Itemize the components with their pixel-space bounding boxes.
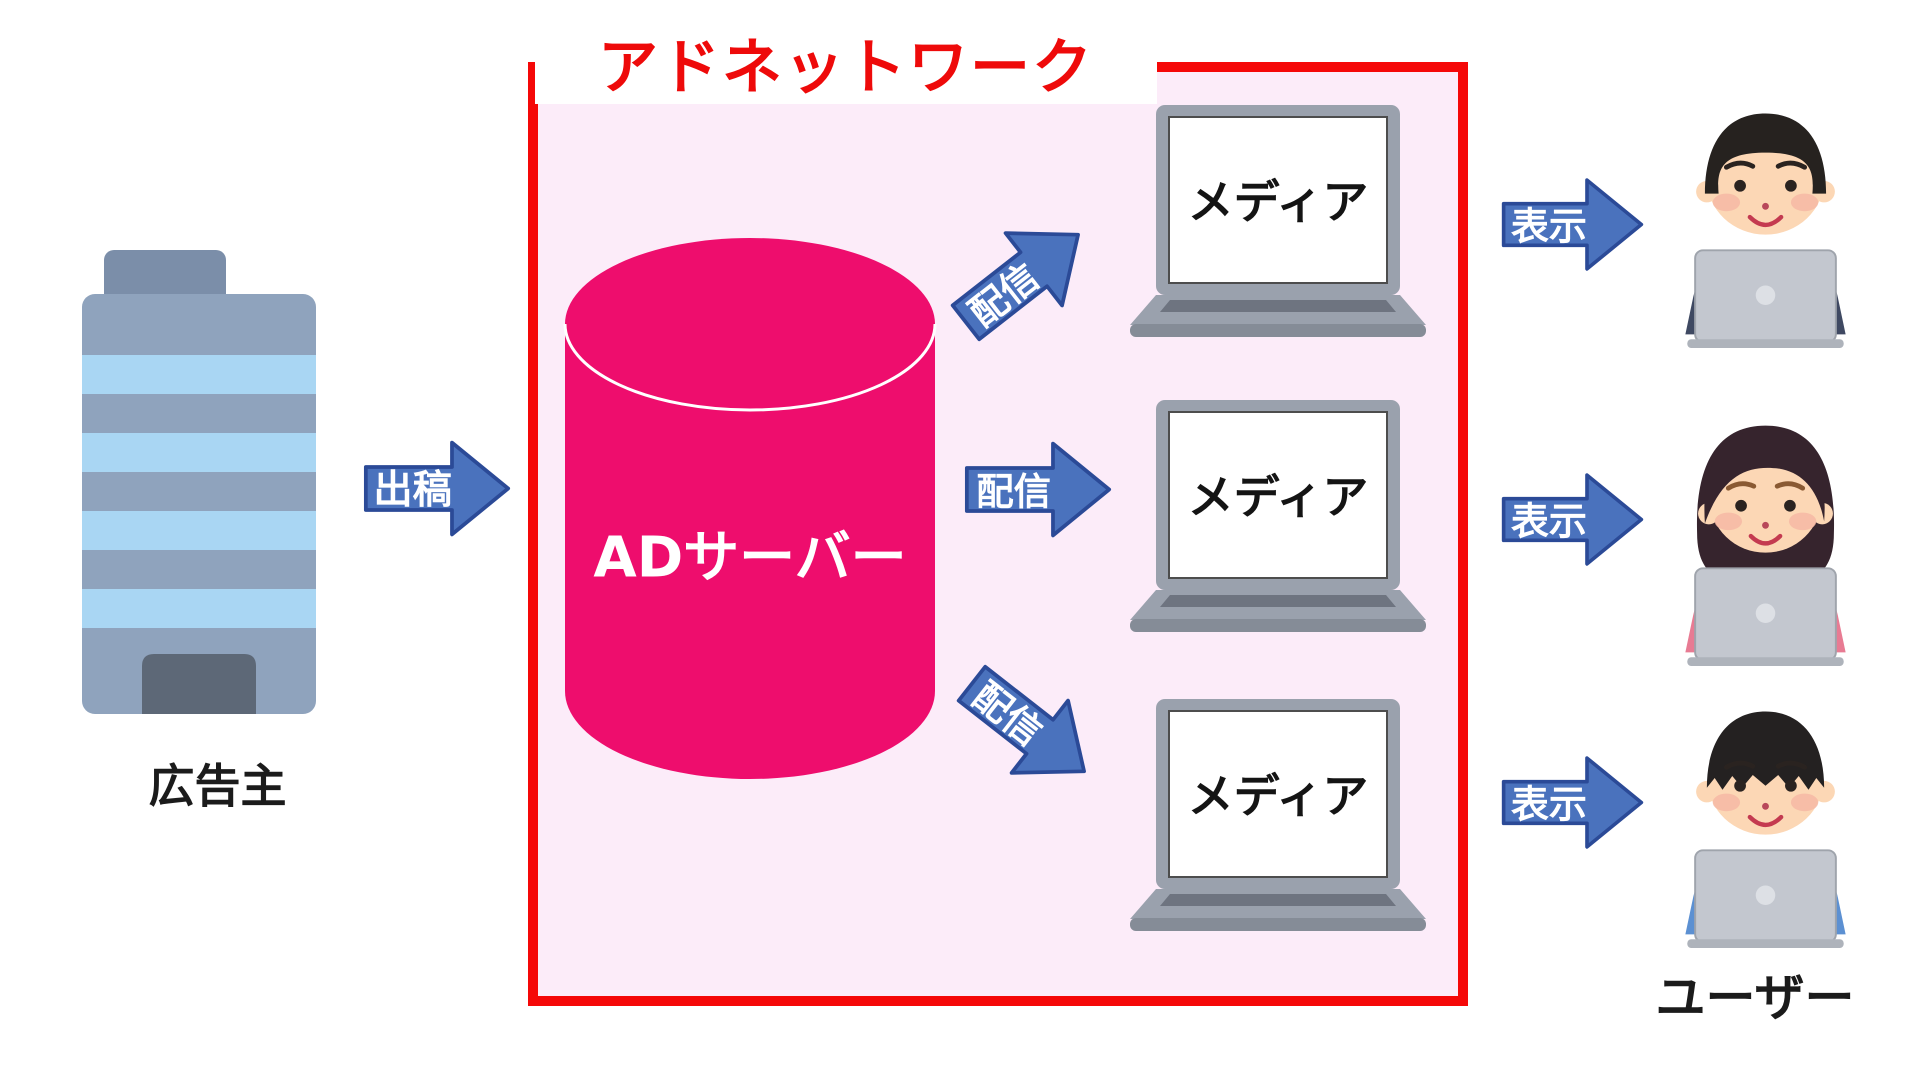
display-arrow-label: 表示	[1511, 204, 1587, 248]
blush	[1790, 793, 1819, 812]
cylinder-top-rim	[563, 323, 937, 412]
delivery-arrow: 配信	[964, 441, 1112, 538]
laptop-keyboard	[1160, 300, 1396, 312]
display-arrow: 表示	[1501, 756, 1644, 849]
building-windows	[82, 355, 316, 628]
media-label: メディア	[1188, 175, 1369, 229]
arrow-shape	[1501, 756, 1644, 849]
blush	[1712, 793, 1741, 812]
display-arrow: 表示	[1501, 473, 1644, 566]
arrow-shape	[1501, 178, 1644, 271]
blush	[1790, 193, 1819, 212]
laptop-screen	[1168, 710, 1388, 878]
eye	[1784, 499, 1796, 512]
arrow-shape	[1501, 473, 1644, 566]
user-laptop-base	[1687, 339, 1844, 349]
ad-network-title: アドネットワーク	[598, 32, 1094, 103]
arrow-shape	[950, 231, 1080, 342]
hair-spiky	[1706, 711, 1825, 790]
user-laptop-logo	[1755, 885, 1776, 906]
laptop-base	[1130, 324, 1426, 337]
eye	[1735, 499, 1747, 512]
laptop-icon: メディア	[1130, 105, 1426, 337]
nose	[1762, 521, 1769, 529]
laptop-base	[1130, 619, 1426, 632]
user-laptop-logo	[1755, 603, 1776, 624]
woman-at-laptop-icon	[1685, 425, 1846, 667]
delivery-arrow-label: 配信	[976, 469, 1051, 513]
office-building-icon	[82, 250, 316, 714]
laptop-screen	[1168, 116, 1388, 284]
eyebrow	[1723, 160, 1756, 170]
cylinder-top	[565, 238, 935, 410]
hair-fringe	[1704, 429, 1825, 524]
businessman-at-laptop-icon	[1685, 113, 1846, 349]
database-cylinder-icon: ADサーバー	[563, 238, 937, 779]
young-man-at-laptop-icon	[1685, 711, 1846, 949]
arrow-shape	[956, 664, 1086, 775]
delivery-arrow: 配信	[950, 231, 1080, 342]
nose	[1762, 202, 1769, 210]
user-laptop-logo	[1755, 285, 1776, 306]
blush	[1712, 193, 1741, 212]
media-label: メディア	[1188, 470, 1369, 524]
blush	[1714, 512, 1743, 531]
mouth	[1748, 533, 1783, 546]
display-arrow-label: 表示	[1511, 499, 1587, 543]
display-arrow: 表示	[1501, 178, 1644, 271]
eyebrow	[1723, 760, 1756, 770]
hair	[1704, 113, 1827, 194]
laptop-base	[1130, 918, 1426, 931]
laptop-screen	[1168, 411, 1388, 579]
ad-server-label: ADサーバー	[593, 526, 906, 591]
laptop-keyboard	[1160, 894, 1396, 906]
building-rooftop	[104, 250, 226, 308]
eye	[1785, 779, 1797, 792]
users-label: ユーザー	[1655, 969, 1855, 1027]
media-label: メディア	[1188, 769, 1369, 823]
delivery-arrow: 配信	[956, 664, 1086, 775]
building-entrance	[142, 654, 256, 714]
eyebrow	[1774, 481, 1806, 491]
laptop-icon: メディア	[1130, 400, 1426, 632]
eyebrow	[1775, 160, 1808, 170]
submit-arrow: 出稿	[363, 440, 511, 537]
mouth	[1747, 814, 1784, 828]
laptop-keyboard	[1160, 595, 1396, 607]
blush	[1788, 512, 1817, 531]
display-arrow-label: 表示	[1511, 782, 1587, 826]
ad-network-title-band: アドネットワーク	[535, 20, 1157, 104]
nose	[1762, 802, 1769, 810]
cylinder-body	[565, 324, 935, 779]
laptop-icon: メディア	[1130, 699, 1426, 931]
arrow-shape	[363, 440, 511, 537]
advertiser-label: 広告主	[148, 759, 287, 813]
eyebrow	[1725, 481, 1757, 491]
eyebrow	[1775, 760, 1808, 770]
eye	[1785, 179, 1797, 192]
arrow-shape	[964, 441, 1112, 538]
mouth	[1747, 214, 1784, 228]
eye	[1734, 779, 1746, 792]
user-laptop-base	[1687, 657, 1844, 667]
eye	[1734, 179, 1746, 192]
user-laptop-base	[1687, 939, 1844, 949]
submit-arrow-label: 出稿	[373, 468, 452, 513]
